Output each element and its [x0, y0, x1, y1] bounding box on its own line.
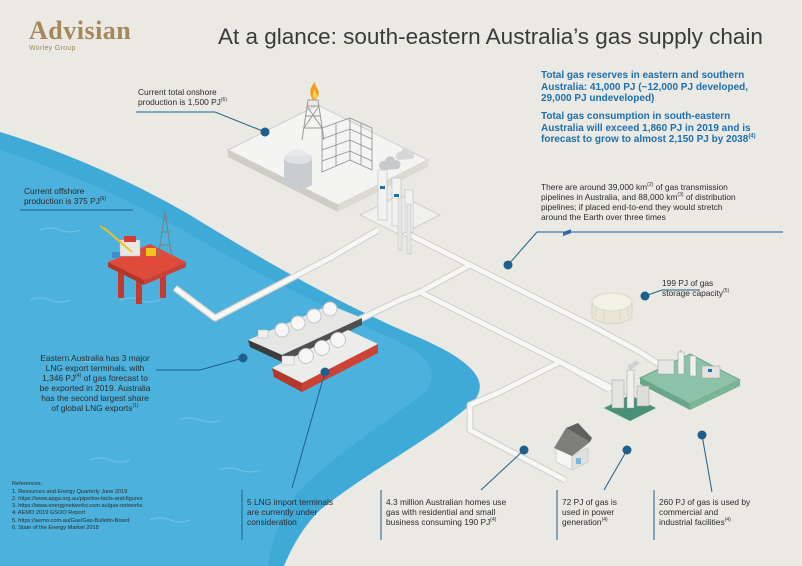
reserves-line-3: 29,000 PJ undeveloped) — [541, 93, 655, 104]
lng-export-line-4: be exported in 2019. Australia — [39, 383, 151, 393]
reference-item: 6. State of the Energy Market 2018 — [12, 524, 99, 531]
pipelines-callout: There are around 39,000 km(2) of gas tra… — [541, 182, 736, 222]
onshore-callout: Current total onshore production is 1,50… — [138, 87, 227, 107]
lng-import-line-3: consideration — [247, 517, 297, 527]
lng-import-line-1: 5 LNG import terminals — [247, 497, 334, 507]
lng-export-line-3a: 1,346 PJ — [42, 373, 76, 383]
reference-item: 3. https://www.energynetworks.com.au/gas… — [12, 503, 143, 510]
lng-export-line-5: has the second largest share — [41, 393, 149, 403]
reference-item: 2. https://www.apga.org.au/pipeline-fact… — [12, 495, 143, 502]
reference-item: 4. AEMO 2019 GSOO Report — [12, 510, 86, 517]
industrial-line-3: industrial facilities — [659, 517, 725, 527]
callout-lines — [20, 111, 783, 493]
pipelines — [173, 227, 662, 482]
power-line-1: 72 PJ of gas is — [562, 497, 617, 507]
consumption-line-2: Australia will exceed 1,860 PJ in 2019 a… — [541, 122, 751, 134]
consumption-line-3: forecast to grow to almost 2,150 PJ by 2… — [541, 134, 749, 145]
homes-callout: 4.3 million Australian homes use gas wit… — [386, 497, 506, 527]
pipelines-ref-2: (3) — [677, 192, 684, 199]
onshore-line-2: production is 1,500 PJ — [138, 97, 221, 107]
reserves-line-1: Total gas reserves in eastern and southe… — [541, 70, 745, 81]
consumption-highlight: Total gas consumption in south-eastern A… — [541, 111, 756, 146]
house-icon — [550, 229, 594, 471]
lng-export-line-3b: of gas forecast to — [81, 373, 148, 383]
reference-item: 5. https://aemo.com.au/Gas/Gas-Bulletin-… — [12, 517, 130, 524]
callout-ticks — [241, 490, 655, 540]
pipelines-ref-1: (2) — [647, 182, 654, 189]
homes-line-3: business consuming 190 PJ — [386, 517, 491, 527]
pipelines-line-2b: of distribution — [683, 192, 736, 202]
onshore-ref: (6) — [220, 97, 227, 104]
lng-export-line-1: Eastern Australia has 3 major — [40, 353, 150, 363]
lng-export-callout: Eastern Australia has 3 major LNG export… — [30, 353, 160, 413]
industrial-line-2: commercial and — [659, 507, 719, 517]
consumption-line-1: Total gas consumption in south-eastern — [541, 111, 731, 122]
power-callout: 72 PJ of gas is used in power generation… — [562, 497, 617, 527]
consumption-ref: (4) — [748, 133, 756, 140]
homes-ref: (4) — [490, 517, 497, 524]
homes-line-2: gas with residential and small — [386, 507, 496, 517]
industrial-callout: 260 PJ of gas is used by commercial and … — [659, 497, 750, 527]
brand-logo: Advisian Worley Group — [29, 16, 132, 53]
brand-sub: Worley Group — [29, 45, 76, 52]
references-heading: References: — [12, 481, 43, 487]
industrial-facility-icon — [638, 349, 742, 410]
reserves-highlight: Total gas reserves in eastern and southe… — [541, 70, 748, 105]
offshore-platform-icon — [99, 211, 186, 304]
reserves-line-2: Australia: 41,000 PJ (~12,000 PJ develop… — [541, 81, 749, 93]
onshore-line-1: Current total onshore — [138, 87, 217, 97]
offshore-line-2: production is 375 PJ — [24, 196, 100, 206]
storage-line-2: storage capacity — [662, 288, 723, 298]
power-line-2: used in power — [562, 507, 615, 517]
lng-import-line-2: are currently under — [247, 507, 318, 517]
processing-plant-icon — [358, 148, 442, 255]
pipelines-line-1a: There are around 39,000 km — [541, 182, 648, 192]
pipelines-line-1b: of gas transmission — [653, 182, 728, 192]
storage-callout: 199 PJ of gas storage capacity(5) — [662, 278, 729, 298]
power-ref: (4) — [601, 517, 608, 524]
power-station-icon — [604, 361, 656, 421]
pipelines-line-2a: pipelines in Australia, and 88,000 km — [541, 192, 678, 202]
lng-import-callout: 5 LNG import terminals are currently und… — [247, 497, 333, 527]
lng-export-line-6: of global LNG exports — [51, 403, 133, 413]
brand-name: Advisian — [29, 16, 132, 45]
gas-storage-tank-icon — [591, 292, 633, 325]
pipelines-line-4: around the Earth over three times — [541, 212, 666, 222]
lng-carrier-icon — [248, 301, 378, 392]
storage-line-1: 199 PJ of gas — [662, 278, 714, 288]
industrial-line-1: 260 PJ of gas is used by — [659, 497, 751, 507]
references: References: 1. Resources and Energy Quar… — [12, 481, 143, 532]
power-line-3: generation — [562, 517, 602, 527]
lng-export-ref-1: (4) — [75, 373, 82, 380]
offshore-ref: (6) — [99, 196, 107, 203]
industrial-ref: (4) — [724, 517, 731, 524]
page-title: At a glance: south-eastern Australia’s g… — [218, 24, 763, 49]
lng-export-ref-2: (1) — [132, 403, 139, 410]
offshore-callout: Current offshore production is 375 PJ(6) — [24, 186, 106, 206]
lng-export-line-2: LNG export terminals, with — [45, 363, 145, 373]
offshore-line-1: Current offshore — [24, 186, 85, 196]
storage-ref: (5) — [723, 288, 730, 295]
sea-shallows — [0, 150, 432, 566]
pipelines-line-3: pipelines; if placed end-to-end they wou… — [541, 202, 723, 212]
homes-line-1: 4.3 million Australian homes use — [386, 497, 507, 507]
reference-item: 1. Resources and Energy Quarterly June 2… — [12, 488, 128, 495]
